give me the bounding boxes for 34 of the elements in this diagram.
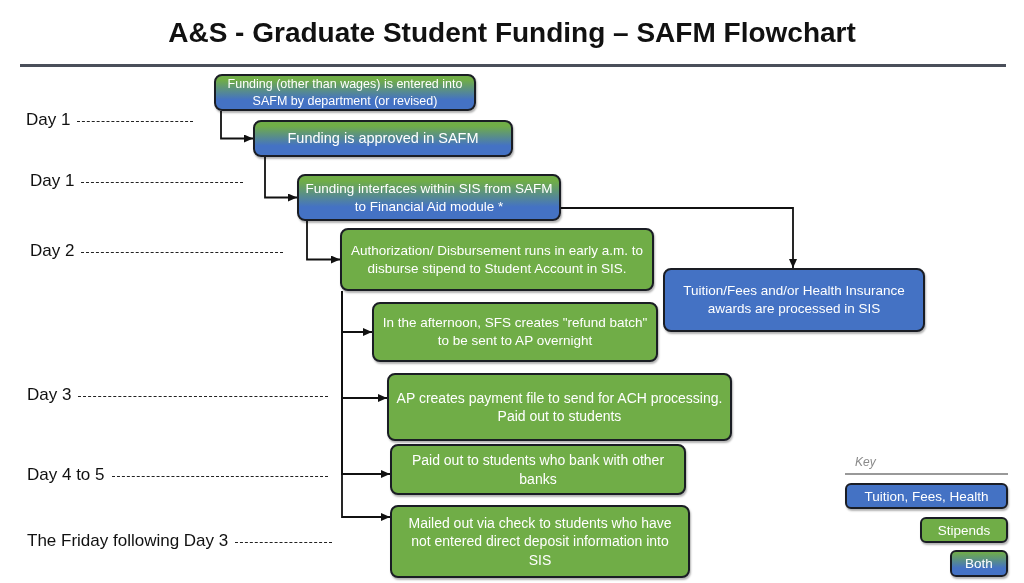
timeline-label: The Friday following Day 3 — [27, 531, 229, 551]
node-text: Paid out to students who bank with other banks — [410, 451, 666, 488]
process-box — [372, 302, 658, 362]
connector-arrow — [306, 220, 341, 264]
connector-arrow — [341, 290, 391, 521]
connector-arrow — [264, 156, 298, 202]
timeline-label: Day 3 — [27, 385, 72, 405]
process-box — [297, 174, 561, 221]
process-box — [663, 268, 925, 332]
process-box — [390, 505, 690, 578]
node-text: In the afternoon, SFS creates "refund batch" to be sent to AP overnight — [381, 314, 649, 350]
diagram-title: A&S - Graduate Student Funding – SAFM Flowchart — [167, 16, 857, 50]
process-box — [214, 74, 476, 111]
legend-text: Both — [965, 556, 993, 571]
connector-arrow — [220, 110, 254, 143]
legend-heading: Key — [855, 454, 876, 470]
process-box — [390, 444, 686, 495]
timeline-label: Day 4 to 5 — [27, 465, 105, 485]
timeline-label: Day 2 — [30, 241, 75, 261]
node-text: Authorization/ Disbursement runs in early a.m. to disburse stipend to Student Account in SIS. — [350, 241, 644, 278]
node-text: Funding is approved in SAFM — [287, 129, 479, 148]
node-text: Mailed out via check to students who have not entered direct deposit information into SIS — [407, 514, 673, 569]
process-box — [340, 228, 654, 291]
node-text: Funding interfaces within SIS from SAFM to Financial Aid module * — [305, 179, 553, 216]
timeline-label: Day 1 — [26, 110, 71, 130]
node-text: AP creates payment file to send for ACH processing. Paid out to students — [395, 388, 724, 426]
connector-arrow — [560, 207, 797, 269]
legend-text: Tuition, Fees, Health — [864, 488, 989, 504]
process-box — [387, 373, 732, 441]
legend-text: Stipends — [937, 522, 991, 538]
process-box — [253, 120, 513, 157]
node-text: Funding (other than wages) is entered into SAFM by department (or revised) — [226, 76, 464, 109]
timeline-label: Day 1 — [30, 171, 75, 191]
node-text: Tuition/Fees and/or Health Insurance awards are processed in SIS — [682, 282, 906, 318]
